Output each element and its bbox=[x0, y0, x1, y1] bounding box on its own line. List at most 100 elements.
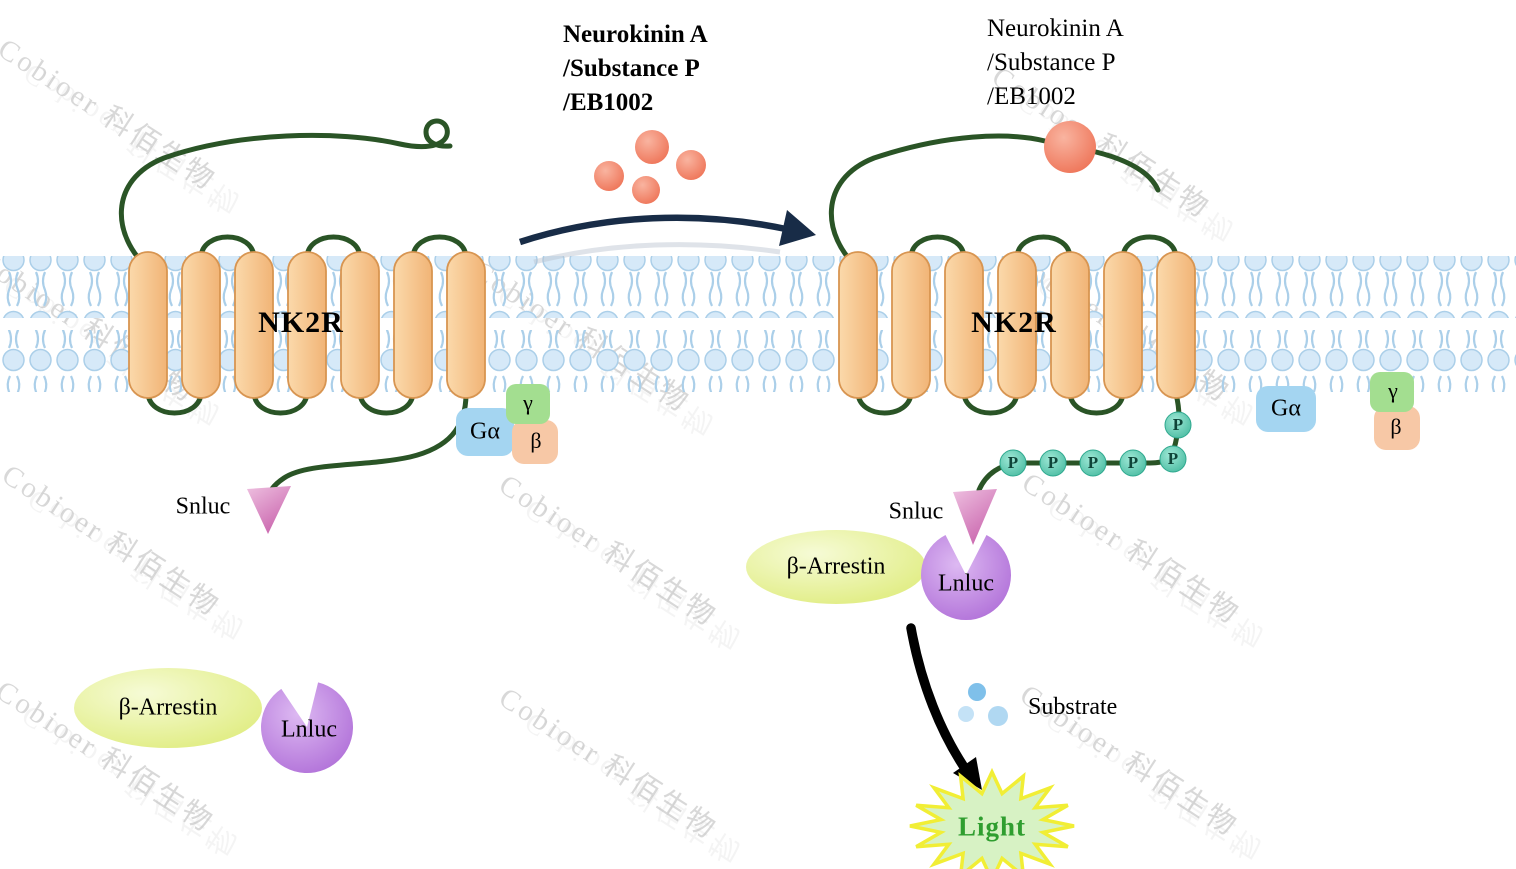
g-gamma-subunit bbox=[1370, 372, 1414, 412]
arrow-shaft bbox=[906, 623, 971, 775]
g-alpha-label-left: Gα bbox=[470, 418, 500, 445]
g-beta-subunit bbox=[1374, 406, 1420, 450]
ligand-label-line: /EB1002 bbox=[987, 83, 1076, 110]
beta-arrestin-body bbox=[746, 530, 926, 604]
activation-arrow bbox=[518, 210, 816, 265]
phosphate bbox=[1159, 445, 1187, 473]
intracellular-loop bbox=[855, 389, 914, 416]
substrate-label: Substrate bbox=[1028, 694, 1118, 720]
extracellular-loop bbox=[908, 234, 967, 261]
helix bbox=[287, 251, 327, 399]
helix bbox=[340, 251, 380, 399]
ligand-label-left: Neurokinin A /Substance P /EB1002 bbox=[563, 18, 708, 120]
light-starburst bbox=[909, 767, 1075, 869]
g-protein-left bbox=[456, 384, 558, 464]
phosphate-label: P bbox=[1087, 453, 1099, 472]
membrane-outer-leaflet bbox=[0, 256, 1516, 318]
ligand-cluster bbox=[594, 130, 706, 204]
lnluc-label-right: Lnluc bbox=[938, 570, 994, 597]
helix bbox=[1103, 251, 1143, 399]
ligand-label-line: /Substance P bbox=[563, 55, 700, 82]
ligand-label-line: Neurokinin A bbox=[563, 21, 708, 48]
helix bbox=[997, 251, 1037, 399]
n-terminus-right bbox=[828, 133, 1048, 271]
intracellular-loop bbox=[251, 389, 310, 416]
g-gamma-label-right: γ bbox=[1388, 378, 1398, 403]
g-protein-right bbox=[1256, 372, 1420, 450]
helix bbox=[891, 251, 931, 399]
g-alpha-subunit bbox=[456, 408, 514, 456]
arrow-head bbox=[779, 210, 816, 246]
arrestin-complex-free bbox=[74, 668, 354, 774]
phosphate-label: P bbox=[1172, 415, 1184, 434]
n-terminus-right-tail bbox=[1093, 149, 1161, 193]
transmembrane-helices-left bbox=[128, 251, 486, 399]
snluc-label-right: Snluc bbox=[888, 498, 944, 525]
intracellular-loop bbox=[357, 389, 416, 416]
light-label: Light bbox=[957, 811, 1027, 842]
beta-arrestin-label-right: β-Arrestin bbox=[786, 553, 886, 580]
extracellular-loop bbox=[304, 234, 363, 261]
ligand-molecule bbox=[676, 150, 706, 180]
c-terminus-left bbox=[265, 391, 469, 503]
phosphate bbox=[1079, 449, 1107, 477]
ligand-label-line: /Substance P bbox=[987, 49, 1116, 76]
ligand-label-line: Neurokinin A bbox=[987, 15, 1124, 42]
g-alpha-subunit bbox=[1256, 386, 1316, 432]
beta-arrestin-body bbox=[74, 668, 262, 748]
arrow-shaft bbox=[518, 214, 787, 246]
substrate-dot bbox=[988, 706, 1008, 726]
g-beta-label-left: β bbox=[530, 428, 542, 453]
substrate-dot bbox=[968, 683, 986, 701]
receptor-name-right: NK2R bbox=[971, 306, 1057, 339]
substrate-dot bbox=[958, 706, 974, 722]
arrow-head bbox=[953, 757, 982, 790]
arrestin-complex-right bbox=[746, 489, 1011, 621]
helix bbox=[944, 251, 984, 399]
phosphate bbox=[999, 449, 1027, 477]
g-beta-subunit bbox=[512, 420, 558, 464]
receptor-left bbox=[118, 118, 486, 503]
phosphate bbox=[1039, 449, 1067, 477]
lnluc-body bbox=[921, 535, 1011, 621]
transmembrane-helices-right bbox=[838, 251, 1196, 399]
ligand-molecule bbox=[594, 161, 624, 191]
ligand-molecule bbox=[632, 176, 660, 204]
intracellular-loop bbox=[145, 389, 204, 416]
g-alpha-label-right: Gα bbox=[1271, 395, 1301, 422]
arrow-shadow bbox=[533, 242, 781, 265]
extracellular-loop bbox=[1014, 234, 1073, 261]
receptor-right bbox=[828, 133, 1196, 493]
ligand-molecule bbox=[635, 130, 669, 164]
helix bbox=[446, 251, 486, 399]
helix bbox=[128, 251, 168, 399]
ligand-label-right: Neurokinin A /Substance P /EB1002 bbox=[987, 12, 1124, 114]
ligand-label-line: /EB1002 bbox=[563, 89, 654, 116]
helix bbox=[838, 251, 878, 399]
helix bbox=[234, 251, 274, 399]
cell-membrane bbox=[0, 256, 1516, 392]
snluc-tag-left bbox=[247, 486, 291, 534]
membrane-inner-leaflet bbox=[0, 330, 1516, 392]
lnluc-label-free: Lnluc bbox=[281, 716, 337, 743]
extracellular-loop bbox=[1120, 234, 1179, 261]
phosphate-label: P bbox=[1007, 453, 1019, 472]
g-gamma-subunit bbox=[506, 384, 550, 424]
extracellular-loop bbox=[198, 234, 257, 261]
phosphate-label: P bbox=[1127, 453, 1139, 472]
helix bbox=[181, 251, 221, 399]
helix bbox=[1050, 251, 1090, 399]
g-beta-label-right: β bbox=[1390, 414, 1402, 439]
phosphate bbox=[1119, 449, 1147, 477]
n-terminus-left bbox=[118, 118, 453, 271]
lnluc-body bbox=[261, 682, 354, 774]
snluc-label-left: Snluc bbox=[175, 493, 231, 520]
g-gamma-label-left: γ bbox=[523, 390, 533, 415]
snluc-tag-right bbox=[953, 489, 997, 545]
helix bbox=[1156, 251, 1196, 399]
helix bbox=[393, 251, 433, 399]
beta-arrestin-label-free: β-Arrestin bbox=[118, 694, 218, 721]
intracellular-loop bbox=[1067, 389, 1126, 416]
